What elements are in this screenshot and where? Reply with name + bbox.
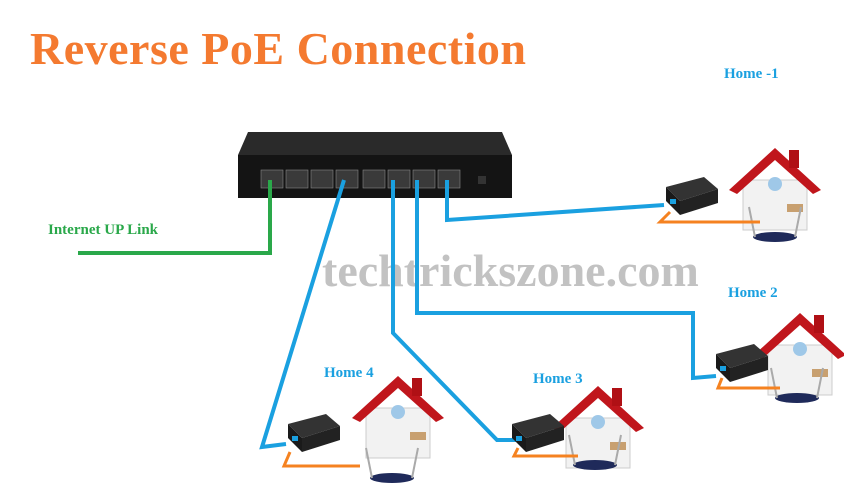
poe-cable-home-1 <box>445 180 665 223</box>
home-1 <box>656 147 822 243</box>
home-1-label: Home -1 <box>724 66 779 82</box>
home-2-label: Home 2 <box>728 285 778 301</box>
uplink-cable <box>78 180 272 255</box>
poe-switch <box>238 132 512 198</box>
home-2 <box>715 312 844 404</box>
poe-cable-home-3 <box>391 180 517 442</box>
home-3 <box>511 385 645 471</box>
home-4-label: Home 4 <box>324 365 374 381</box>
watermark: techtrickszone.com <box>322 245 699 296</box>
home-4 <box>281 375 445 484</box>
poe-cable-home-4 <box>259 179 346 450</box>
diagram-title: Reverse PoE Connection <box>30 23 527 74</box>
poe-cable-home-2 <box>415 180 717 381</box>
home-3-label: Home 3 <box>533 371 583 387</box>
uplink-label: Internet UP Link <box>48 222 159 238</box>
